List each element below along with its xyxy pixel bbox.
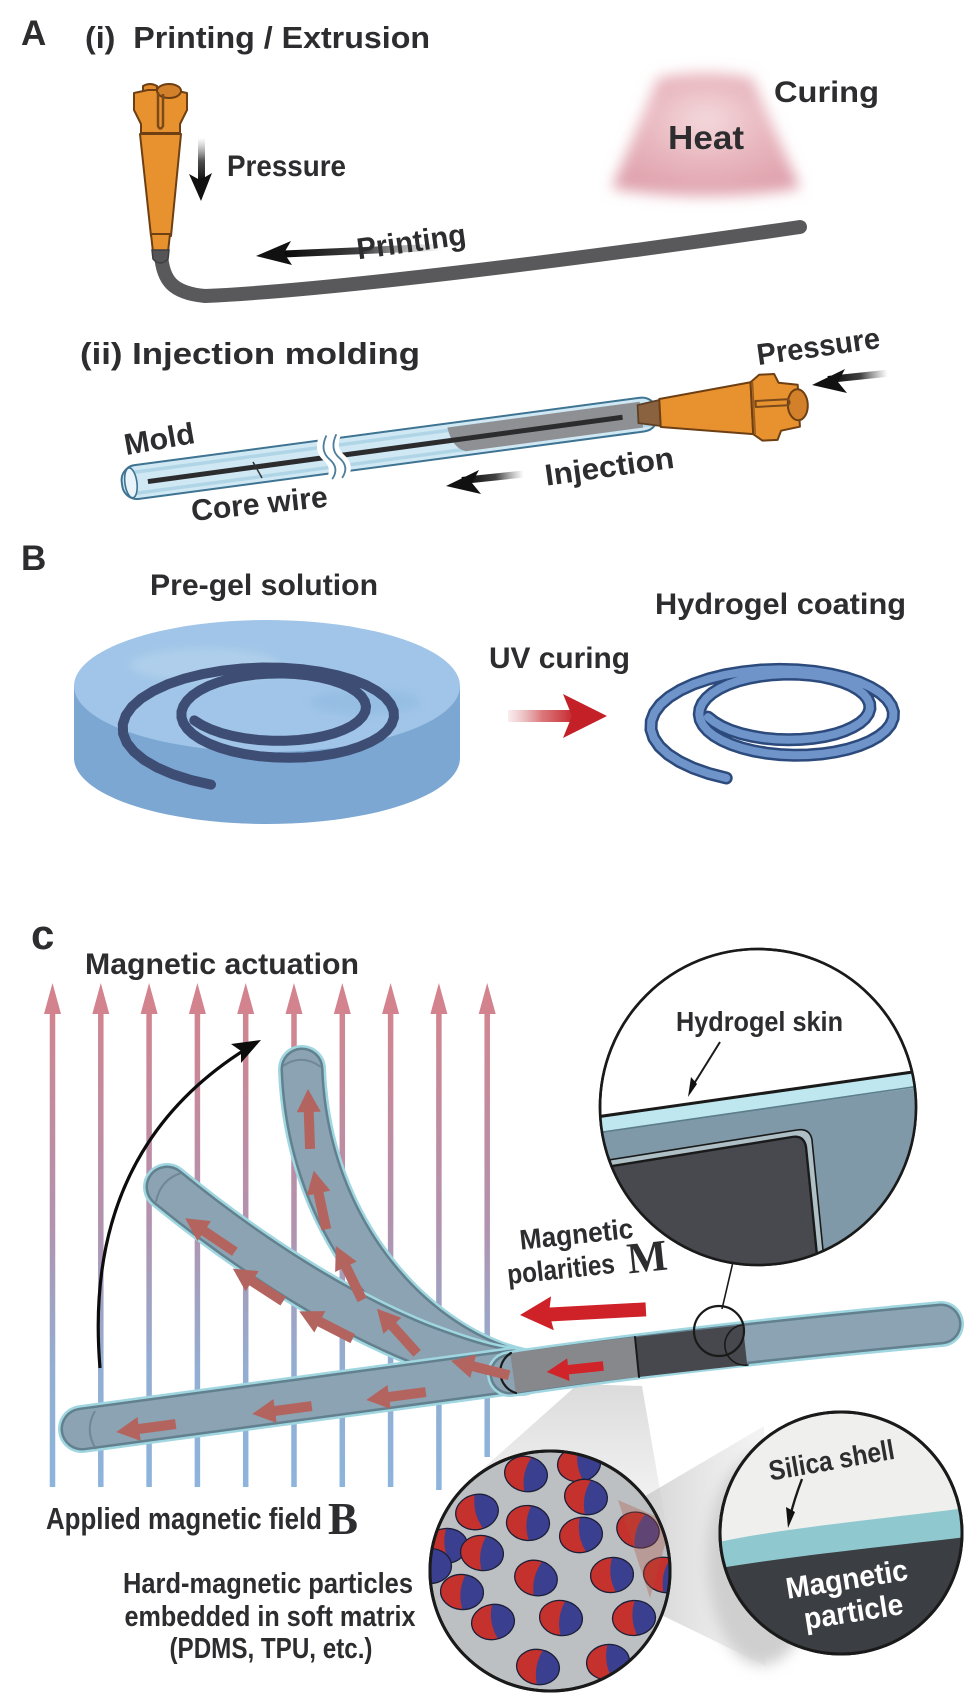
svg-text:M: M: [625, 1231, 670, 1284]
svg-text:Pressure: Pressure: [755, 322, 882, 372]
svg-text:(i) Printing / Extrusion: (i) Printing / Extrusion: [85, 20, 430, 55]
svg-text:Pre-gel solution: Pre-gel solution: [150, 569, 378, 602]
svg-text:Hydrogel coating: Hydrogel coating: [655, 588, 906, 621]
svg-text:Hard-magnetic particles: Hard-magnetic particles: [123, 1568, 413, 1600]
svg-text:Magnetic: Magnetic: [518, 1213, 635, 1256]
svg-text:A: A: [21, 14, 46, 53]
svg-text:(PDMS, TPU, etc.): (PDMS, TPU, etc.): [170, 1633, 373, 1665]
svg-text:Injection: Injection: [543, 442, 676, 493]
svg-text:Applied magnetic field: Applied magnetic field: [46, 1501, 322, 1536]
svg-text:B: B: [328, 1494, 358, 1544]
svg-text:UV curing: UV curing: [489, 642, 630, 675]
svg-text:Printing: Printing: [355, 218, 469, 266]
svg-text:Mold: Mold: [122, 417, 198, 462]
svg-text:Curing: Curing: [774, 76, 879, 109]
svg-text:(ii) Injection molding: (ii) Injection molding: [80, 336, 420, 371]
svg-text:B: B: [21, 539, 46, 578]
svg-text:embedded in soft matrix: embedded in soft matrix: [125, 1601, 416, 1633]
svg-text:Pressure: Pressure: [227, 150, 346, 183]
svg-text:Magnetic actuation: Magnetic actuation: [85, 948, 359, 981]
svg-text:Hydrogel skin: Hydrogel skin: [676, 1006, 843, 1037]
svg-text:c: c: [31, 911, 54, 958]
svg-text:Heat: Heat: [668, 119, 744, 156]
